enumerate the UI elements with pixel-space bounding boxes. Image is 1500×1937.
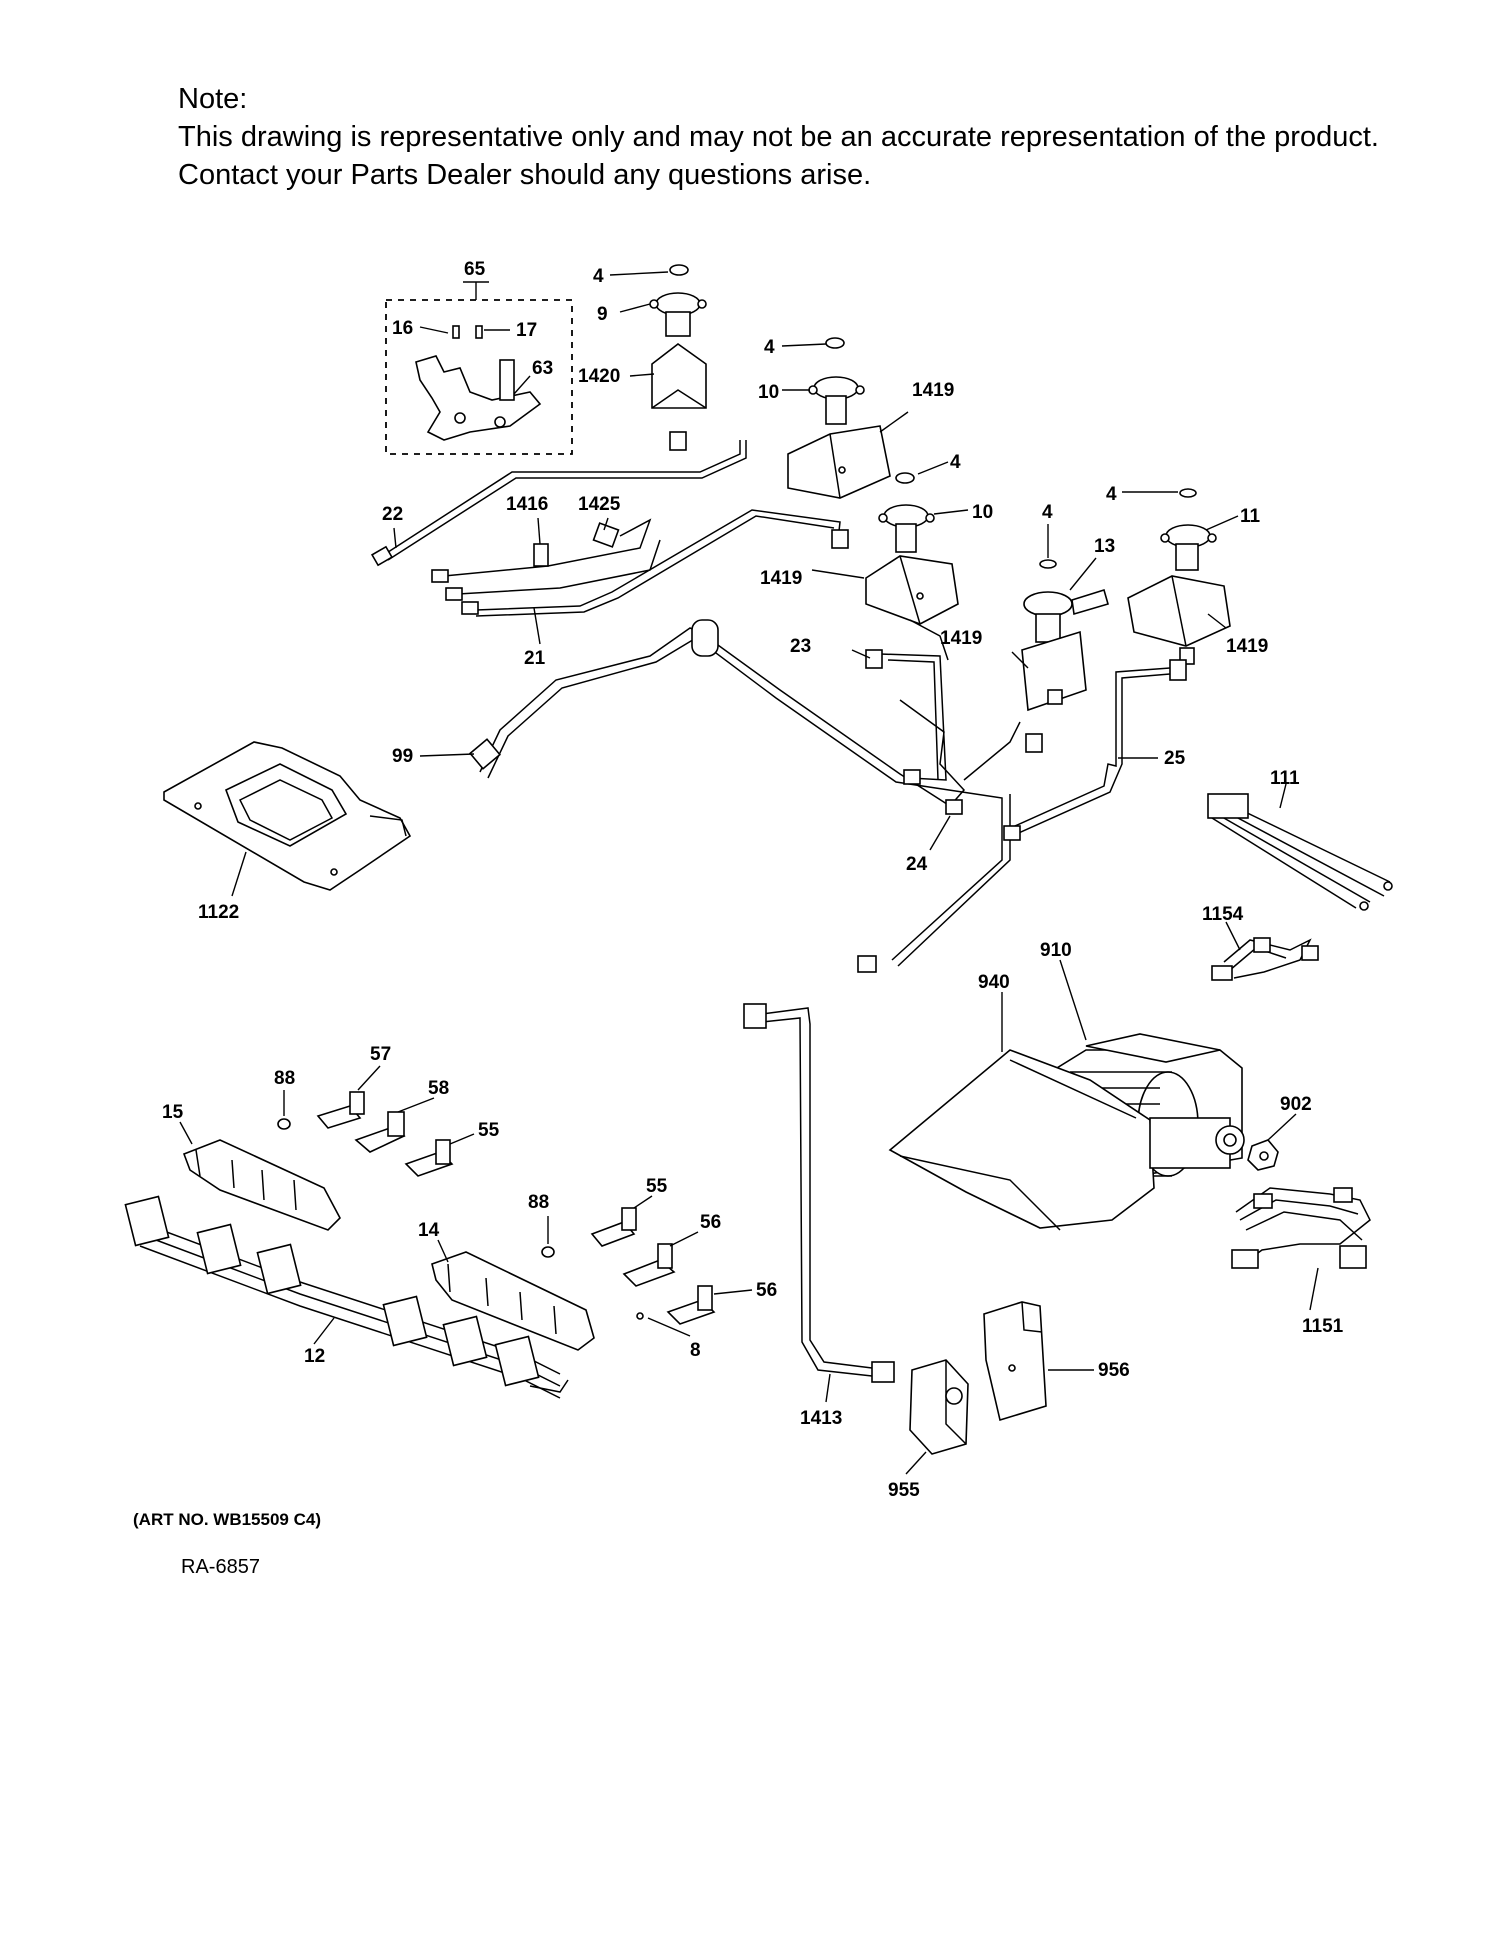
label-13: 13 (1094, 536, 1115, 557)
valves-55-56 (541, 1207, 716, 1325)
manifold-12 (124, 1195, 569, 1399)
harness-1151 (1231, 1187, 1371, 1269)
label-63: 63 (532, 358, 553, 379)
label-11: 11 (1240, 506, 1261, 527)
gas-tubing (370, 440, 1187, 973)
label-56: 56 (700, 1212, 721, 1233)
ra-number: RA-6857 (181, 1556, 260, 1578)
label-24: 24 (906, 854, 928, 875)
plate-1122 (163, 741, 412, 891)
label-940: 940 (978, 972, 1010, 993)
label-57: 57 (370, 1044, 391, 1065)
label-12: 12 (304, 1346, 325, 1367)
wires-111 (1207, 793, 1393, 911)
label-16: 16 (392, 318, 413, 339)
label-8: 8 (690, 1340, 701, 1361)
valves-57-58-55 (277, 1091, 454, 1177)
blower-910-940 (888, 1033, 1245, 1231)
valve-10a-assembly (787, 337, 891, 499)
note-line-1: This drawing is representative only and … (178, 121, 1379, 153)
label-1154: 1154 (1202, 904, 1244, 925)
label-1151: 1151 (1302, 1316, 1344, 1337)
label-23: 23 (790, 636, 811, 657)
part-number-labels: 65 16 17 63 4 9 1420 4 10 1419 4 10 4 13… (162, 259, 1344, 1501)
part-902 (1247, 1139, 1279, 1171)
label-99: 99 (392, 746, 413, 767)
leader-lines (179, 271, 1319, 1475)
label-1122: 1122 (198, 902, 239, 923)
valve-13-assembly (1021, 559, 1109, 712)
label-55: 55 (478, 1120, 500, 1141)
label-902: 902 (1280, 1094, 1312, 1115)
label-956: 956 (1098, 1360, 1130, 1381)
label-1419: 1419 (940, 628, 982, 649)
label-10: 10 (972, 502, 993, 523)
pipe-1413 (743, 1003, 895, 1383)
label-955: 955 (888, 1480, 920, 1501)
label-55: 55 (646, 1176, 668, 1197)
label-111: 111 (1270, 768, 1300, 789)
note-heading: Note: (178, 83, 248, 115)
label-4: 4 (764, 337, 775, 358)
label-4: 4 (1106, 484, 1117, 505)
label-1413: 1413 (800, 1408, 842, 1429)
label-22: 22 (382, 504, 403, 525)
label-1419: 1419 (912, 380, 954, 401)
label-88: 88 (274, 1068, 295, 1089)
label-58: 58 (428, 1078, 449, 1099)
label-910: 910 (1040, 940, 1072, 961)
label-1416: 1416 (506, 494, 548, 515)
label-25: 25 (1164, 748, 1186, 769)
part-65-group (385, 281, 573, 455)
label-56: 56 (756, 1280, 777, 1301)
label-1425: 1425 (578, 494, 621, 515)
label-4: 4 (1042, 502, 1053, 523)
valve-11-assembly (1127, 488, 1231, 665)
label-9: 9 (597, 304, 608, 325)
label-15: 15 (162, 1102, 184, 1123)
label-21: 21 (524, 648, 546, 669)
art-number: (ART NO. WB15509 C4) (133, 1510, 321, 1529)
label-1419: 1419 (1226, 636, 1268, 657)
label-10: 10 (758, 382, 779, 403)
label-17: 17 (516, 320, 537, 341)
bracket-14 (431, 1251, 595, 1351)
label-4: 4 (950, 452, 961, 473)
label-4: 4 (593, 266, 604, 287)
regulator-955 (909, 1359, 969, 1455)
label-1420: 1420 (578, 366, 620, 387)
valve-9-assembly (649, 264, 707, 451)
bracket-15 (182, 1139, 341, 1231)
note-line-2: Contact your Parts Dealer should any que… (178, 159, 872, 191)
disclaimer-note: Note: This drawing is representative onl… (178, 80, 1478, 194)
harness-1154 (1211, 937, 1319, 981)
label-88: 88 (528, 1192, 549, 1213)
label-1419: 1419 (760, 568, 802, 589)
valve-10b-assembly (865, 472, 959, 625)
label-14: 14 (418, 1220, 440, 1241)
label-65: 65 (464, 259, 486, 280)
bracket-956 (983, 1301, 1047, 1422)
